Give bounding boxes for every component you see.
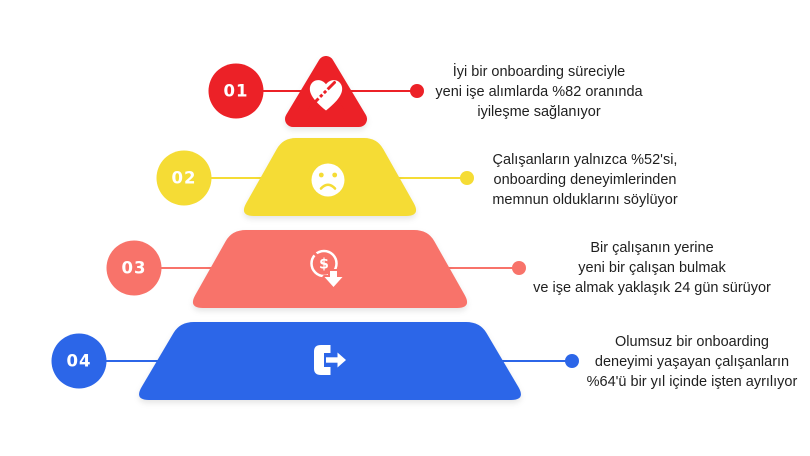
pyramid-level-2: 02 [156, 138, 474, 216]
caption-line: deneyimi yaşayan çalışanların [594, 354, 790, 370]
caption-line: Olumsuz bir onboarding [615, 334, 769, 350]
caption-line: İyi bir onboarding süreciyle [452, 64, 626, 80]
caption-line: Çalışanların yalnızca %52'si, [492, 152, 678, 168]
caption-line: onboarding deneyimlerinden [493, 172, 677, 188]
exit-door-icon [314, 345, 346, 375]
caption-3: Bir çalışanın yerine yeni bir çalışan bu… [492, 238, 810, 298]
step-number-2: 02 [172, 169, 197, 188]
step-number-3: 03 [122, 259, 147, 278]
heart-handshake-icon [309, 80, 343, 111]
caption-line: yeni bir çalışan bulmak [578, 260, 726, 276]
step-number-1: 01 [224, 82, 249, 101]
caption-line: memnun olduklarını söylüyor [492, 192, 678, 208]
caption-2: Çalışanların yalnızca %52'si, onboarding… [425, 150, 745, 210]
caption-1: İyi bir onboarding süreciyle yeni işe al… [379, 62, 699, 122]
sad-face-icon [311, 163, 345, 197]
money-decrease-icon: $ [310, 249, 345, 289]
step-badge-4 [51, 333, 107, 389]
connector-dot-4 [565, 354, 579, 368]
step-badge-2 [156, 150, 212, 206]
step-number-4: 04 [67, 352, 92, 371]
caption-4: Olumsuz bir onboarding deneyimi yaşayan … [532, 332, 810, 392]
pyramid-level-1: 01 [208, 56, 424, 127]
caption-line: yeni işe alımlarda %82 oranında [435, 84, 643, 100]
step-badge-3 [106, 240, 162, 296]
connector-dot-2 [460, 171, 474, 185]
caption-line: Bir çalışanın yerine [590, 240, 714, 256]
pyramid-level-3: $ 03 [106, 230, 526, 308]
caption-line: iyileşme sağlanıyor [477, 104, 601, 120]
connector-dot-3 [512, 261, 526, 275]
dollar-glyph: $ [319, 257, 329, 273]
caption-line: ve işe almak yaklaşık 24 gün sürüyor [533, 280, 771, 296]
caption-line: %64'ü bir yıl içinde işten ayrılıyor [586, 374, 798, 390]
step-badge-1 [208, 63, 264, 119]
pyramid-level-4: 04 [51, 322, 579, 400]
connector-dot-1 [410, 84, 424, 98]
